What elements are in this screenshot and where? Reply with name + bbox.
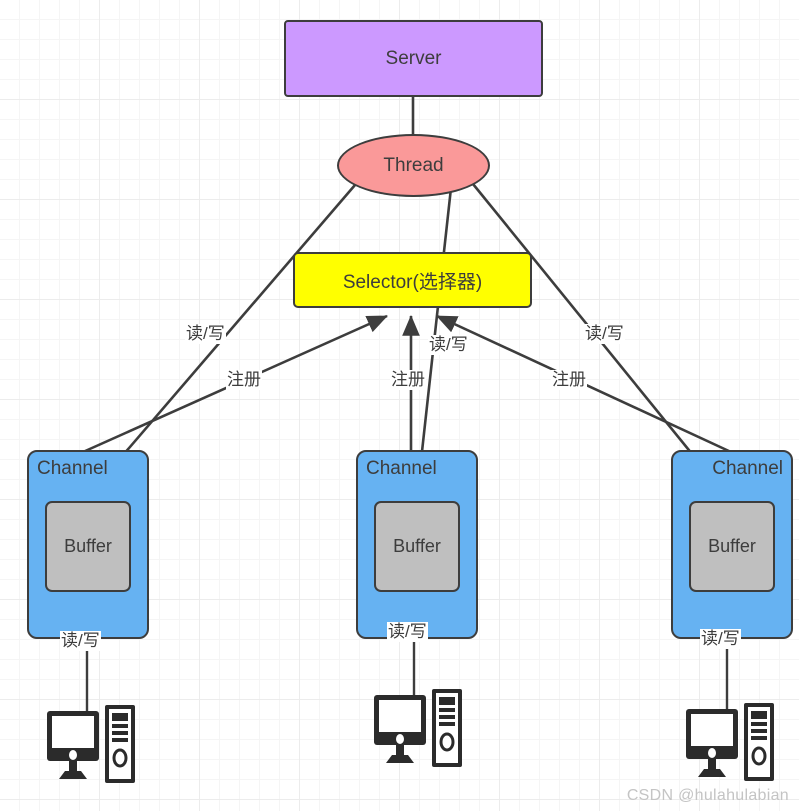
node-server[interactable]: Server bbox=[284, 20, 543, 97]
channel-label: Channel bbox=[366, 458, 437, 479]
watermark: CSDN @hulahulabian bbox=[626, 787, 789, 804]
node-thread[interactable]: Thread bbox=[337, 134, 490, 197]
edge-label-read-write-left: 读/写 bbox=[185, 324, 226, 344]
node-selector-label: Selector(选择器) bbox=[342, 271, 483, 293]
computer-icon bbox=[686, 703, 774, 781]
node-server-label: Server bbox=[385, 47, 442, 69]
node-selector[interactable]: Selector(选择器) bbox=[293, 252, 532, 308]
channel-label: Channel bbox=[37, 458, 108, 479]
node-thread-label: Thread bbox=[383, 154, 444, 176]
edge-label-read-write-right: 读/写 bbox=[584, 324, 625, 344]
edge-label-register-middle: 注册 bbox=[390, 370, 426, 390]
client-computer-right[interactable] bbox=[684, 703, 782, 790]
edge-label-register-right: 注册 bbox=[551, 370, 587, 390]
buffer-label: Buffer bbox=[64, 536, 112, 556]
channel-label: Channel bbox=[712, 458, 783, 479]
node-channel-right[interactable]: Channel Buffer bbox=[671, 450, 793, 639]
buffer-label: Buffer bbox=[708, 536, 756, 556]
edge-label-register-left: 注册 bbox=[226, 370, 262, 390]
edge-label-read-write-client-right: 读/写 bbox=[700, 629, 741, 649]
node-buffer-middle[interactable]: Buffer bbox=[374, 501, 460, 592]
client-computer-left[interactable] bbox=[45, 705, 143, 792]
edge-label-read-write-client-left: 读/写 bbox=[60, 631, 101, 651]
edge-label-read-write-client-middle: 读/写 bbox=[387, 622, 428, 642]
computer-icon bbox=[47, 705, 135, 783]
computer-icon bbox=[374, 689, 462, 767]
edge-label-read-write-middle: 读/写 bbox=[428, 335, 469, 355]
node-channel-middle[interactable]: Channel Buffer bbox=[356, 450, 478, 639]
client-computer-middle[interactable] bbox=[372, 689, 470, 776]
buffer-label: Buffer bbox=[393, 536, 441, 556]
node-buffer-right[interactable]: Buffer bbox=[689, 501, 775, 592]
node-buffer-left[interactable]: Buffer bbox=[45, 501, 131, 592]
node-channel-left[interactable]: Channel Buffer bbox=[27, 450, 149, 639]
